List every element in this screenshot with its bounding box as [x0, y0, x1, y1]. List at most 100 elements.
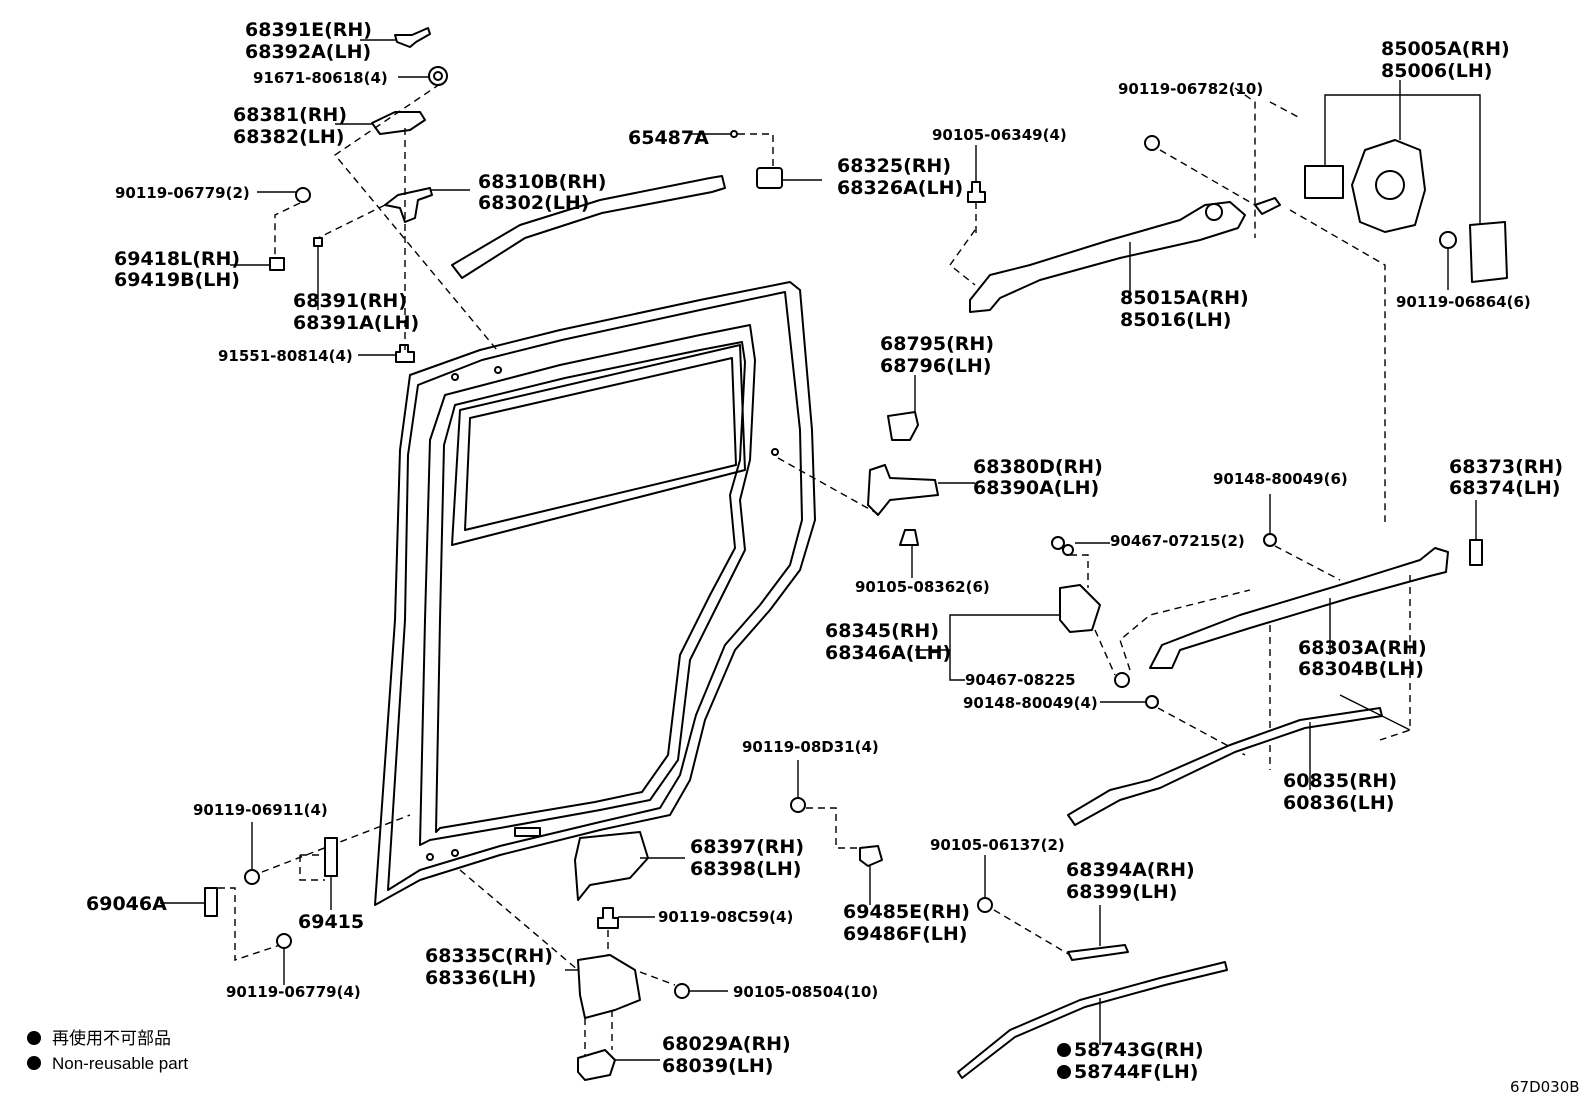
- bracket-68381: [335, 111, 426, 135]
- bumper-69485e: [859, 845, 883, 905]
- label-90105-06137: 90105-06137(2): [930, 836, 1065, 854]
- plate-69415: [299, 837, 338, 910]
- label-90119-06779-4: 90119-06779(4): [226, 983, 361, 1001]
- lower-rail-68303a: [1119, 547, 1449, 770]
- label-68394a: 68394A(RH): [1066, 859, 1195, 881]
- bolt-90467-07215: [1051, 536, 1110, 588]
- roller-68325: [756, 167, 822, 189]
- label-58744f: 58744F(LH): [1074, 1061, 1198, 1083]
- striker-69046a: [160, 887, 281, 961]
- label-90119-06911: 90119-06911(4): [193, 801, 328, 819]
- label-68373: 68373(RH): [1449, 456, 1563, 478]
- upper-rail-65487a: [451, 130, 774, 279]
- label-68391e: 68391E(RH): [245, 19, 372, 41]
- label-68302: 68302(LH): [478, 192, 589, 214]
- label-68390a: 68390A(LH): [973, 477, 1099, 499]
- moulding-58743g: [957, 961, 1228, 1079]
- label-68325: 68325(RH): [837, 155, 951, 177]
- label-68326a: 68326A(LH): [837, 177, 963, 199]
- label-90105-06349: 90105-06349(4): [932, 126, 1067, 144]
- bolt-90148-80049-low: [1100, 695, 1246, 756]
- bolt-90119-08d31: [790, 760, 860, 849]
- label-68399: 68399(LH): [1066, 881, 1177, 903]
- cover-68397: [574, 831, 685, 901]
- label-69415: 69415: [298, 911, 364, 933]
- lock-85005a: [1269, 80, 1508, 522]
- label-68391: 68391(RH): [293, 290, 407, 312]
- non-reusable-marker-58744f: [1057, 1065, 1071, 1079]
- label-91551-80814: 91551-80814(4): [218, 347, 353, 365]
- bolt-90105-06137: [977, 855, 1071, 956]
- label-91671-80618: 91671-80618(4): [253, 69, 388, 87]
- label-68398: 68398(LH): [690, 858, 801, 880]
- legend: 再使用不可部品 Non-reusable part: [27, 1028, 188, 1073]
- label-85005a: 85005A(RH): [1381, 38, 1510, 60]
- label-68795: 68795(RH): [880, 333, 994, 355]
- label-58743g: 58743G(RH): [1074, 1039, 1204, 1061]
- clip-68373: [1469, 500, 1483, 566]
- bolt-91551-80814: [358, 344, 415, 363]
- label-85006: 85006(LH): [1381, 60, 1492, 82]
- label-68391a: 68391A(LH): [293, 312, 419, 334]
- hinge-68310b: [384, 187, 470, 223]
- motor-85015a: [949, 197, 1281, 313]
- label-60835: 60835(RH): [1283, 770, 1397, 792]
- cable-60835: [1067, 694, 1411, 826]
- label-69046a: 69046A: [86, 893, 167, 915]
- label-69418l: 69418L(RH): [114, 248, 240, 270]
- upper-dashes: [274, 83, 498, 351]
- clip-69418l: [230, 257, 285, 271]
- part-68391e: [360, 27, 431, 48]
- label-68380d: 68380D(RH): [973, 456, 1103, 478]
- label-68796: 68796(LH): [880, 355, 991, 377]
- label-68336: 68336(LH): [425, 967, 536, 989]
- bolt-90119-08c59: [597, 907, 655, 955]
- label-90119-06779-2: 90119-06779(2): [115, 184, 250, 202]
- bracket-68345: [915, 584, 1101, 681]
- label-90119-08d31: 90119-08D31(4): [742, 738, 879, 756]
- non-reusable-marker-58743g: [1057, 1043, 1071, 1057]
- diagram-code: 67D030B: [1510, 1078, 1580, 1096]
- label-90148-80049-4: 90148-80049(4): [963, 694, 1098, 712]
- label-65487a: 65487A: [628, 127, 709, 149]
- bolt-90119-06779-low: [276, 933, 292, 985]
- part-labels: 68391E(RH) 68392A(LH) 91671-80618(4) 683…: [86, 19, 1563, 1083]
- bolt-90119-06911: [244, 814, 411, 885]
- label-69485e: 69485E(RH): [843, 901, 970, 923]
- label-68304b: 68304B(LH): [1298, 658, 1424, 680]
- legend-bullet-1: [27, 1031, 41, 1045]
- label-68303a: 68303A(RH): [1298, 637, 1427, 659]
- label-68310b: 68310B(RH): [478, 171, 606, 193]
- door-panel: [374, 281, 816, 906]
- label-68397: 68397(RH): [690, 836, 804, 858]
- bolt-90467-08225: [1094, 629, 1130, 688]
- label-68382: 68382(LH): [233, 126, 344, 148]
- label-68345: 68345(RH): [825, 620, 939, 642]
- bolt-90119-06782: [1144, 87, 1256, 238]
- label-68335c: 68335C(RH): [425, 945, 553, 967]
- legend-bullet-2: [27, 1056, 41, 1070]
- label-68039: 68039(LH): [662, 1055, 773, 1077]
- label-69419b: 69419B(LH): [114, 269, 240, 291]
- bolt-90105-06349: [967, 145, 986, 235]
- bolt-90119-06779-top: [257, 187, 311, 203]
- pad-68394a: [1067, 905, 1129, 961]
- label-60836: 60836(LH): [1283, 792, 1394, 814]
- label-90119-06782: 90119-06782(10): [1118, 80, 1263, 98]
- legend-japanese: 再使用不可部品: [52, 1028, 171, 1048]
- lock-68335c: [459, 869, 641, 1055]
- bolt-90148-80049-top: [1263, 494, 1341, 581]
- label-68029a: 68029A(RH): [662, 1033, 791, 1055]
- label-90467-07215: 90467-07215(2): [1110, 532, 1245, 550]
- bracket-68795: [887, 375, 919, 441]
- legend-english: Non-reusable part: [52, 1054, 188, 1073]
- hinge-68380d: [777, 457, 975, 516]
- label-85015a: 85015A(RH): [1120, 287, 1249, 309]
- bolt-90105-08504: [639, 971, 728, 999]
- label-69486f: 69486F(LH): [843, 923, 967, 945]
- label-90148-80049-6: 90148-80049(6): [1213, 470, 1348, 488]
- bolt-90105-08362: [899, 529, 919, 578]
- label-90105-08504: 90105-08504(10): [733, 983, 878, 1001]
- lock-68029a: [577, 1049, 660, 1081]
